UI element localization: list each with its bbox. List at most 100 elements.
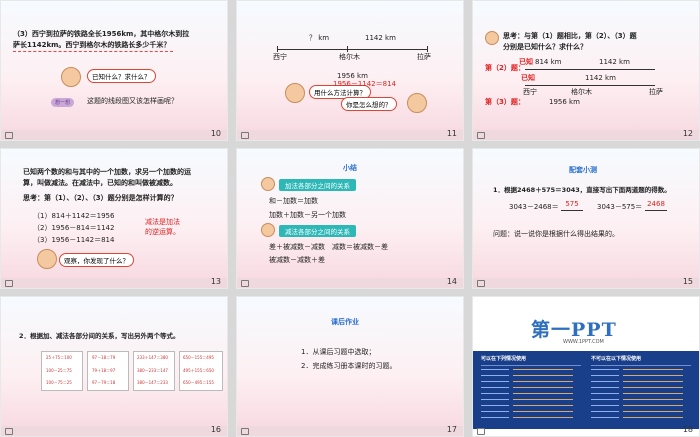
table-cell: 380－233＝147 — [137, 368, 168, 373]
slide13-eq3: （3）1956－1142＝814 — [33, 236, 115, 244]
slide13-line1: 已知两个数的和与其中的一个加数，求另一个加数的运 — [23, 168, 191, 176]
slide-number: 15 — [682, 277, 693, 286]
slide15-eqb: 3043－575＝ — [597, 203, 643, 211]
slide10-badge: 想一想 — [51, 98, 75, 107]
slide15-ansb: 2468 — [645, 199, 667, 211]
place-lhasa: 拉萨 — [417, 53, 431, 61]
slide-15[interactable]: 配套小测 1．根据2468＋575＝3043，直接写出下面两道题的得数。 304… — [472, 148, 700, 289]
avatar — [485, 31, 499, 45]
slide-10[interactable]: （3）西宁到拉萨的铁路全长1956km，其中格尔木到拉 萨长1142km。西宁到… — [0, 0, 228, 141]
place-golmud: 格尔木 — [339, 53, 360, 61]
table-cell: 233＋147＝380 — [137, 355, 168, 360]
slide14-r3: 差＋被减数－减数 减数＝被减数－差 — [269, 243, 388, 251]
slide-icon — [241, 132, 249, 139]
segment-line — [525, 85, 655, 86]
slide17-title: 课后作业 — [331, 318, 359, 326]
slide13-think: 思考：第（1）、（2）、（3）题分别是怎样计算的？ — [23, 194, 178, 202]
slide12-seg2-right: 1142 km — [599, 58, 630, 66]
slide12-line2: 分别是已知什么？求什么？ — [503, 43, 587, 51]
slide12-label2: 第（2）题： — [485, 64, 525, 72]
slide13-bubble: 观察，你发现了什么？ — [59, 253, 134, 267]
slide-13[interactable]: 已知两个数的和与其中的一个加数，求另一个加数的运 算，叫做减法。在减法中，已知的… — [0, 148, 228, 289]
avatar — [407, 93, 427, 113]
table-cell: 380－147＝233 — [137, 380, 168, 385]
tick — [277, 46, 278, 52]
slide-footer — [237, 426, 463, 436]
segment-line — [277, 49, 427, 50]
text-lines — [591, 369, 619, 419]
slide10-bubble: 已知什么？求什么？ — [87, 69, 156, 83]
slide14-r2: 加数＋加数－另一个加数 — [269, 211, 346, 219]
slide-icon — [477, 280, 485, 287]
slide11-bubble2: 你是怎么想的？ — [341, 97, 397, 111]
table-cell: 495＋155＝650 — [183, 368, 214, 373]
avatar — [261, 177, 275, 191]
slide14-title: 小结 — [343, 164, 357, 172]
seg-right-label: 1142 km — [365, 34, 396, 42]
slide13-eq2: （2）1956－814＝1142 — [33, 224, 115, 232]
avatar — [37, 249, 57, 269]
avatar — [285, 83, 305, 103]
slide-footer — [473, 278, 699, 288]
place-lhasa: 拉萨 — [649, 88, 663, 96]
slide-12[interactable]: 思考：与第（1）题相比，第（2）、（3）题 分别是已知什么？求什么？ 已知 81… — [472, 0, 700, 141]
slide-17[interactable]: 课后作业 1．从课后习题中选取； 2．完成练习册本课时的习题。 17 — [236, 296, 464, 437]
slide12-label3: 第（3）题： — [485, 98, 525, 106]
slide-icon — [5, 132, 13, 139]
equation-table: 650－155＝495 495＋155＝650 650－495＝155 — [179, 351, 223, 391]
segment-line — [525, 69, 655, 70]
slide10-question: 这题的线段图又该怎样画呢？ — [87, 97, 178, 105]
table-cell: 97－18＝79 — [92, 355, 116, 360]
slide12-seg2-left: 814 km — [535, 58, 562, 66]
slide-number: 17 — [446, 425, 457, 434]
slide11-bubble1: 用什么方法计算？ — [309, 85, 371, 99]
cannot-title: 不可以在以下情况使用 — [591, 356, 642, 362]
seg-left-label: ？ km — [309, 34, 330, 42]
slide-18[interactable]: 第一PPT WWW.1PPT.COM 可以在下列情况使用 不可以在以下情况使用 … — [472, 296, 700, 437]
slide14-r4: 被减数－减数＋差 — [269, 256, 325, 264]
slide-number: 11 — [446, 129, 457, 138]
slide-icon — [241, 280, 249, 287]
equation-table: 233＋147＝380 380－233＝147 380－147＝233 — [133, 351, 175, 391]
can-title: 可以在下列情况使用 — [481, 356, 527, 362]
table-cell: 650－495＝155 — [183, 380, 214, 385]
slide-icon — [477, 428, 485, 435]
slide12-known2: 已知 — [519, 58, 533, 66]
slide12-known3: 已知 — [521, 74, 535, 82]
slide18-logo: 第一PPT — [531, 319, 617, 341]
slide-icon — [5, 428, 13, 435]
table-cell: 650－155＝495 — [183, 355, 214, 360]
slide12-seg3: 1142 km — [585, 74, 616, 82]
slide-11[interactable]: ？ km 1142 km 西宁 格尔木 拉萨 1956 km 用什么方法计算？ … — [236, 0, 464, 141]
place-xining: 西宁 — [273, 53, 287, 61]
place-golmud: 格尔木 — [571, 88, 592, 96]
avatar — [61, 67, 81, 87]
slide14-tab2: 减法各部分之间的关系 — [279, 225, 356, 237]
slide-16[interactable]: 2．根据加、减法各部分间的关系，写出另外两个等式。 25＋75＝100 100－… — [0, 296, 228, 437]
slide16-q: 2．根据加、减法各部分间的关系，写出另外两个等式。 — [19, 332, 180, 340]
slide13-note1: 减法是加法 — [145, 218, 180, 226]
slide-icon — [241, 428, 249, 435]
slide-footer — [237, 278, 463, 288]
slide12-total3: 1956 km — [549, 98, 580, 106]
slide-footer — [473, 130, 699, 140]
text-lines — [481, 369, 509, 419]
slide-number: 13 — [210, 277, 221, 286]
slide-number: 18 — [682, 425, 693, 434]
tick — [347, 46, 348, 52]
table-cell: 100－25＝75 — [46, 368, 72, 373]
table-cell: 25＋75＝100 — [46, 355, 72, 360]
slide-14[interactable]: 小结 加法各部分之间的关系 和－加数＝加数 加数＋加数－另一个加数 减法各部分之… — [236, 148, 464, 289]
divider — [591, 365, 691, 366]
tick — [427, 46, 428, 52]
place-xining: 西宁 — [523, 88, 537, 96]
slide15-note: 问题：说一说你是根据什么得出结果的。 — [493, 230, 619, 238]
slide15-q: 1．根据2468＋575＝3043，直接写出下面两道题的得数。 — [493, 186, 671, 194]
slide-footer — [237, 130, 463, 140]
total-label: 1956 km — [337, 72, 368, 80]
slide-footer — [1, 426, 227, 436]
slide17-item2: 2．完成练习册本课时的习题。 — [301, 362, 397, 370]
slide18-url: WWW.1PPT.COM — [563, 339, 604, 345]
slide-icon — [5, 280, 13, 287]
